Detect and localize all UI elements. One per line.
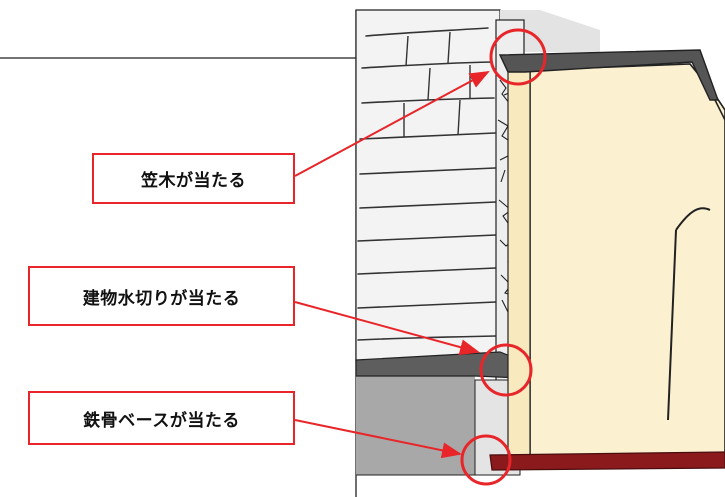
siding-brick-joints	[403, 31, 471, 137]
inserted-unit	[489, 49, 725, 471]
siding-lines	[357, 27, 497, 341]
callout-flashing: 建物水切りが当たる	[28, 266, 295, 326]
coping-cap	[498, 49, 719, 101]
highlight-circle-coping	[489, 28, 547, 86]
callout-coping: 笠木が当たる	[92, 153, 295, 204]
leader-arrow-coping	[294, 71, 490, 177]
unit-front-face	[529, 63, 725, 456]
callout-flashing-label: 建物水切りが当たる	[82, 288, 241, 309]
callout-steel-base-label: 鉄骨ベースが当たる	[83, 410, 240, 431]
callout-steel-base: 鉄骨ベースが当たる	[28, 391, 295, 445]
callout-coping-label: 笠木が当たる	[141, 171, 246, 191]
leader-arrow-flashing	[294, 301, 480, 355]
highlight-circle-flashing	[479, 343, 533, 397]
leader-arrow-steel-base	[294, 419, 462, 459]
steel-base	[489, 451, 725, 471]
highlight-circle-steel-base	[460, 434, 512, 486]
